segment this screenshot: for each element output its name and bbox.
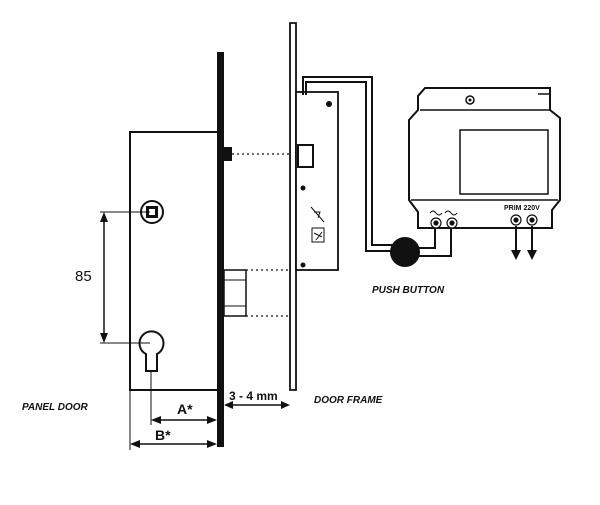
push-button-label: PUSH BUTTON — [372, 285, 445, 296]
gap-dimension — [224, 401, 290, 409]
transformer — [408, 87, 561, 229]
dead-bolt — [223, 269, 247, 317]
transformer-rating-label: PRIM 220V — [504, 205, 540, 212]
handle-follower-icon — [140, 200, 164, 224]
mains-arrows — [511, 226, 537, 260]
gap-label: 3 - 4 mm — [229, 389, 278, 403]
dimension-b — [129, 390, 217, 450]
lock-faceplate — [217, 52, 224, 447]
latch-bolt — [224, 147, 232, 161]
dimension-85 — [100, 211, 150, 344]
door-frame-label: DOOR FRAME — [314, 395, 383, 406]
panel-door-label: PANEL DOOR — [22, 402, 89, 413]
cylinder-keyhole-icon — [138, 330, 165, 372]
alignment-lines — [232, 153, 297, 317]
wiring — [302, 76, 452, 257]
dimension-b-label: B* — [155, 427, 171, 443]
dimension-85-label: 85 — [75, 268, 92, 285]
dimension-a — [150, 372, 217, 425]
lock-body — [129, 131, 217, 391]
dimension-a-label: A* — [177, 401, 193, 417]
push-button-icon — [390, 237, 420, 267]
door-frame-strike — [289, 22, 339, 391]
